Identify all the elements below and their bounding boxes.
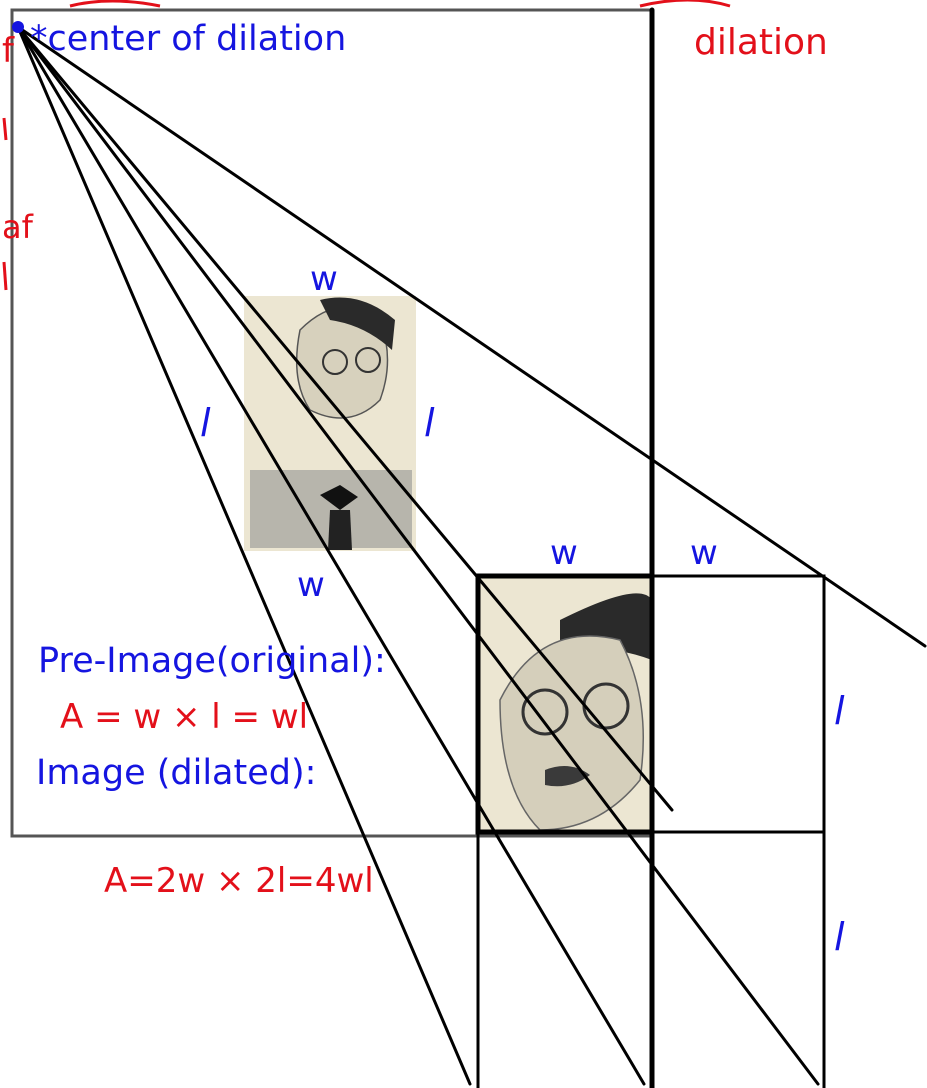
dilated-length-label-1: l — [834, 689, 845, 733]
dilation-rays — [16, 25, 927, 1086]
dilated-box-right-bottom — [650, 830, 826, 1088]
preimage-area: A = w × l = wl — [60, 697, 308, 737]
width-label-bottom: w — [297, 565, 325, 605]
top-right-red-stroke — [639, 0, 731, 8]
left-red-tick-2 — [2, 261, 8, 291]
ray-2 — [16, 25, 674, 812]
dilated-width-label-1: w — [550, 533, 578, 573]
length-label-left: l — [200, 401, 211, 445]
dilated-length-label-2: l — [834, 915, 845, 959]
ray-1 — [16, 25, 472, 1086]
dilated-width-label-2: w — [690, 533, 718, 573]
image-picture — [478, 576, 652, 832]
dilated-box-right-top — [650, 574, 826, 834]
ray-3 — [16, 25, 646, 1086]
dilated-box-left-bottom — [476, 830, 654, 1088]
ray-5 — [16, 25, 927, 648]
center-label: *center of dilation — [30, 19, 346, 59]
image-area: A=2w × 2l=4wl — [104, 861, 374, 901]
center-label-right: dilation — [694, 22, 828, 63]
length-label-right: l — [424, 401, 435, 445]
left-fragment-1: f — [2, 31, 15, 71]
center-point — [12, 21, 24, 33]
left-red-tick-1 — [2, 117, 8, 141]
image-title: Image (dilated): — [36, 753, 316, 793]
width-label-top: w — [310, 259, 338, 299]
preimage-title: Pre-Image(original): — [38, 641, 386, 681]
left-fragment-2: af — [2, 208, 34, 246]
preimage-picture — [244, 296, 416, 551]
ray-4 — [16, 25, 820, 1086]
top-red-stroke — [69, 0, 161, 8]
